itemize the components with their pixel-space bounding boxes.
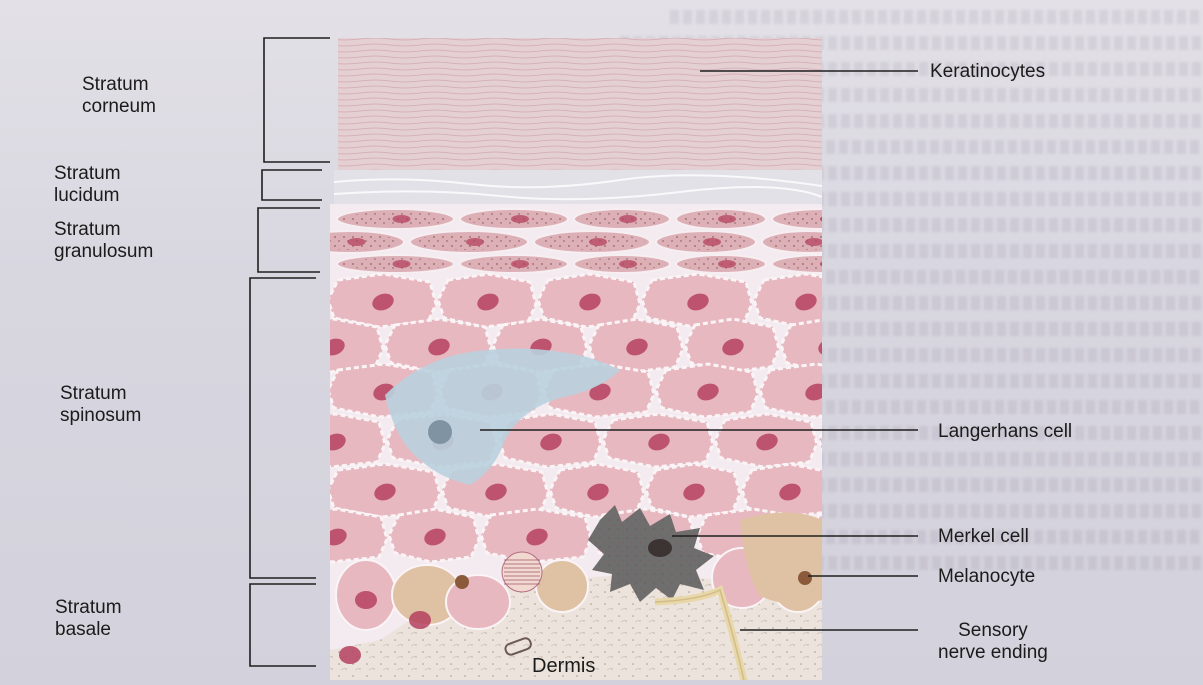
label-stratum-corneum: Stratum corneum: [82, 74, 156, 118]
granulosum-cells: [297, 209, 874, 273]
label-langerhans-cell: Langerhans cell: [938, 421, 1072, 443]
nucleus: [703, 238, 721, 246]
label-stratum-basale: Stratum basale: [55, 597, 122, 641]
nucleus: [820, 260, 838, 268]
nucleus: [589, 238, 607, 246]
label-stratum-granulosum: Stratum granulosum: [54, 219, 153, 263]
nucleus: [848, 526, 874, 549]
label-keratinocytes: Keratinocytes: [930, 61, 1045, 83]
nucleus: [718, 260, 736, 268]
nucleus: [619, 260, 637, 268]
bracket-granulosum: [258, 208, 320, 272]
nucleus: [409, 611, 431, 629]
basal-cell: [536, 560, 588, 612]
label-merkel-cell: Merkel cell: [938, 526, 1029, 548]
label-sensory-nerve-ending: Sensory nerve ending: [938, 620, 1048, 664]
nucleus: [466, 238, 484, 246]
nucleus: [805, 238, 823, 246]
spinosum-cell: [781, 319, 875, 372]
label-stratum-lucidum: Stratum lucidum: [54, 163, 121, 207]
melanin-granule: [455, 575, 469, 589]
layer-brackets: [250, 38, 330, 666]
bracket-spinosum: [250, 278, 316, 578]
spinosum-cell: [819, 414, 929, 467]
tissue-block: [283, 38, 929, 685]
corneum-fibers: [338, 38, 822, 170]
label-stratum-spinosum: Stratum spinosum: [60, 383, 141, 427]
nucleus: [393, 215, 411, 223]
bracket-basale: [250, 584, 316, 666]
nucleus: [619, 215, 637, 223]
label-melanocyte: Melanocyte: [938, 566, 1035, 588]
nucleus: [718, 215, 736, 223]
nucleus: [339, 646, 361, 664]
nucleus: [355, 591, 377, 609]
label-dermis: Dermis: [532, 655, 595, 677]
nucleus: [862, 431, 888, 454]
nucleus: [820, 215, 838, 223]
nucleus: [511, 260, 529, 268]
nucleus: [348, 238, 366, 246]
melanocyte-nucleus: [798, 571, 812, 585]
bracket-corneum: [264, 38, 330, 162]
bracket-lucidum: [262, 170, 322, 200]
nucleus: [511, 215, 529, 223]
nucleus: [393, 260, 411, 268]
